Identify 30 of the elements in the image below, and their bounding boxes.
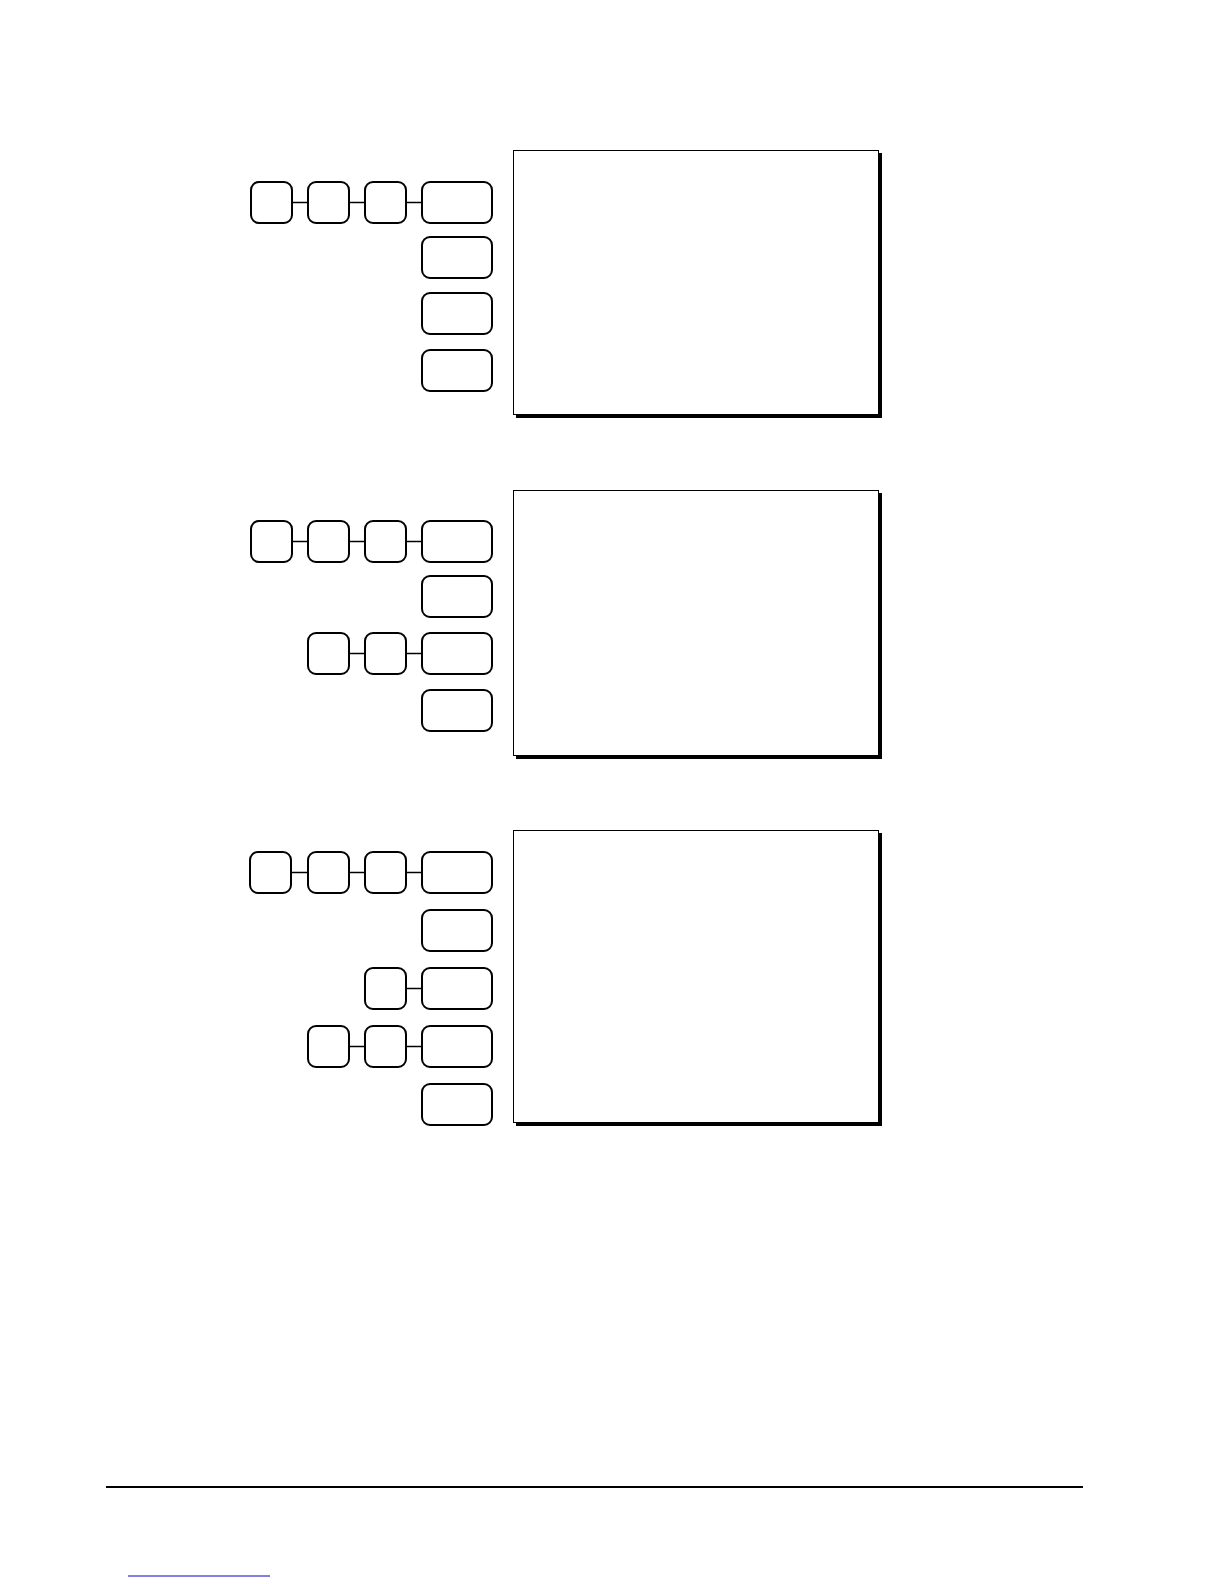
- receipt-box: [513, 490, 879, 756]
- key-box: [421, 967, 493, 1010]
- key-box: [364, 520, 407, 563]
- key-box: [421, 520, 493, 563]
- key-box: [364, 1025, 407, 1068]
- key-box: [421, 575, 493, 618]
- key-box: [364, 632, 407, 675]
- key-box: [421, 909, 493, 952]
- key-box: [364, 851, 407, 894]
- receipt-box: [513, 830, 879, 1123]
- key-box: [250, 520, 293, 563]
- key-box: [307, 851, 350, 894]
- key-box: [307, 181, 350, 224]
- receipt-box: [513, 150, 879, 415]
- key-box: [421, 689, 493, 732]
- key-box: [307, 1025, 350, 1068]
- key-box: [421, 632, 493, 675]
- key-box: [421, 349, 493, 392]
- key-box: [364, 181, 407, 224]
- key-box: [307, 632, 350, 675]
- key-box: [421, 292, 493, 335]
- key-box: [421, 1025, 493, 1068]
- key-box: [421, 181, 493, 224]
- key-box: [250, 181, 293, 224]
- key-box: [249, 851, 292, 894]
- key-box: [307, 520, 350, 563]
- key-box: [421, 851, 493, 894]
- key-box: [364, 967, 407, 1010]
- key-box: [421, 236, 493, 279]
- key-box: [421, 1083, 493, 1126]
